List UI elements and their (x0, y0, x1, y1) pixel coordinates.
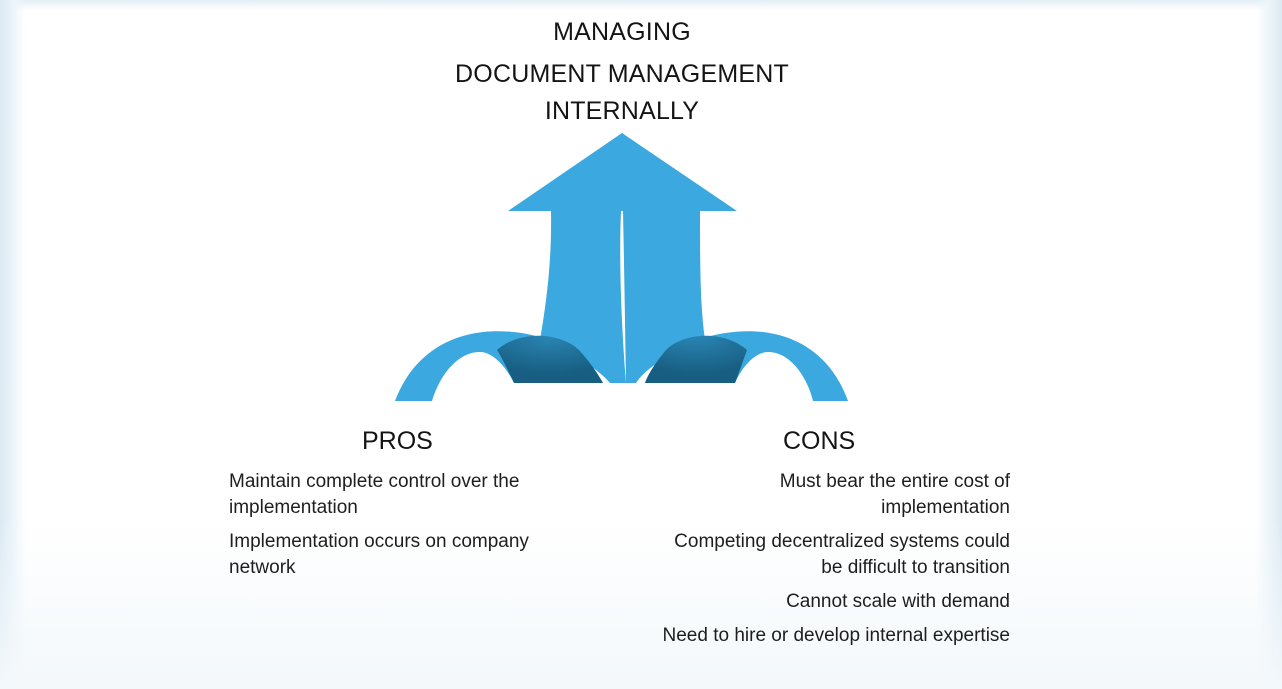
diagram-title-line-1: MANAGING (553, 18, 691, 46)
pros-heading: PROS (362, 427, 433, 455)
cons-item: Must bear the entire cost of implementat… (779, 471, 1010, 518)
pros-item: Implementation occurs on company network (229, 531, 529, 578)
cons-item: Competing decentralized systems could be… (674, 531, 1010, 578)
pros-list: Maintain complete control over the imple… (229, 469, 569, 589)
cons-item: Cannot scale with demand (786, 591, 1010, 612)
diagram-title-line-3: INTERNALLY (544, 97, 700, 125)
cons-list: Must bear the entire cost of implementat… (658, 469, 1010, 657)
left-ribbon-shadow (497, 335, 603, 383)
pros-item: Maintain complete control over the imple… (229, 471, 520, 518)
right-ribbon-shadow (645, 335, 747, 383)
arrow-head-shape (508, 133, 737, 211)
diagram-title-line-2: DOCUMENT MANAGEMENT (455, 60, 789, 88)
cons-item: Need to hire or develop internal experti… (662, 625, 1010, 646)
cons-heading: CONS (783, 427, 856, 455)
